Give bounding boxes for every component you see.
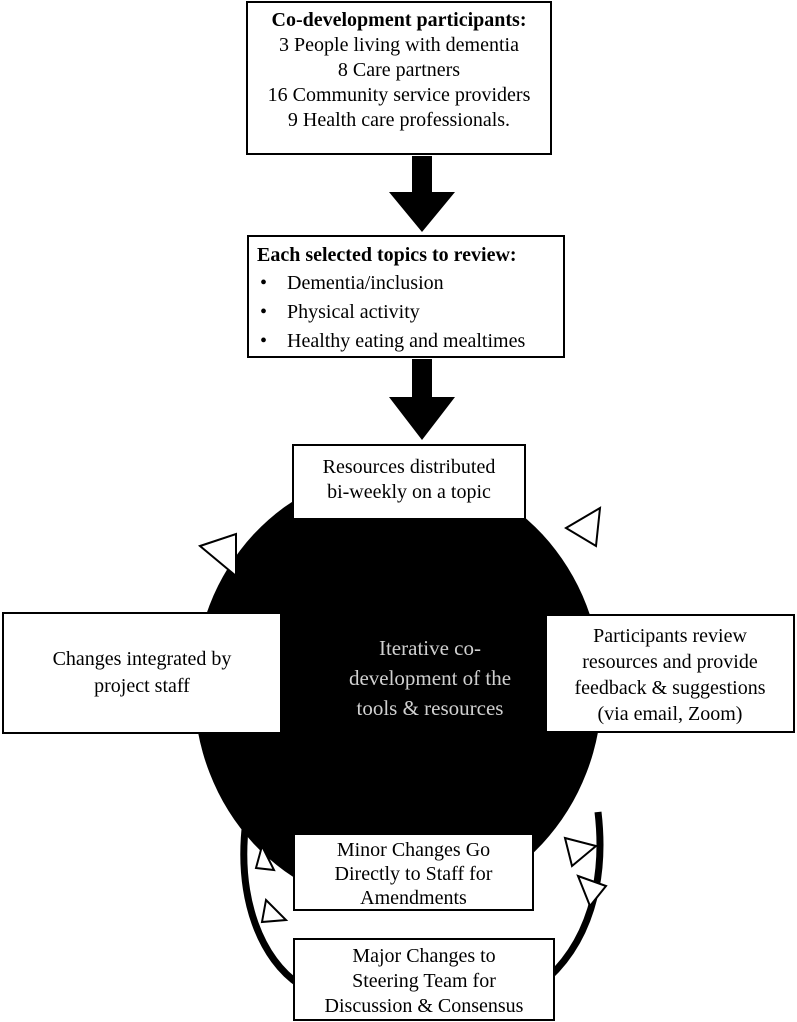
bullet-icon: • (260, 330, 268, 352)
topic-item: • Healthy eating and mealtimes (257, 327, 557, 356)
participants-box: Co-development participants: 3 People li… (246, 1, 552, 155)
arrowhead-left-upper (197, 532, 237, 579)
major-line: Steering Team for (352, 970, 496, 992)
major-line: Discussion & Consensus (324, 995, 524, 1017)
topic-label: Dementia/inclusion (287, 272, 444, 294)
topic-item: • Physical activity (257, 298, 557, 327)
circle-line: development of the (348, 666, 512, 690)
bullet-icon: • (260, 272, 268, 294)
participants-line: 16 Community service providers (267, 84, 531, 106)
participants-line: 9 Health care professionals. (287, 109, 511, 131)
topics-box: Each selected topics to review: • Dementi… (247, 235, 565, 358)
topics-title: Each selected topics to review: (257, 244, 517, 266)
participants-line: 8 Care partners (337, 59, 461, 81)
arrowhead-right-lower (563, 836, 599, 868)
outer-loop-left (240, 819, 302, 988)
resources-line: bi-weekly on a topic (327, 481, 491, 503)
participants-title: Co-development participants: (271, 9, 527, 31)
review-line: (via email, Zoom) (597, 703, 743, 725)
review-line: resources and provide (582, 651, 758, 673)
arrowhead-left-bottom (260, 897, 289, 924)
outer-loop-right (537, 811, 604, 988)
arrowhead-top-right (564, 506, 602, 548)
changes-box: Changes integrated by project staff (2, 612, 282, 734)
minor-changes-box: Minor Changes Go Directly to Staff for A… (293, 833, 534, 911)
minor-line: Amendments (360, 887, 467, 909)
major-line: Major Changes to (352, 945, 496, 967)
resources-box: Resources distributed bi-weekly on a top… (292, 444, 526, 520)
bullet-icon: • (260, 301, 268, 323)
review-line: feedback & suggestions (574, 677, 766, 699)
minor-line: Directly to Staff for (334, 863, 493, 885)
arrowhead-left-lower (254, 843, 276, 872)
changes-line: Changes integrated by (52, 648, 232, 670)
cycle-circle (194, 470, 602, 908)
circle-line: tools & resources (356, 696, 504, 720)
topic-label: Physical activity (287, 301, 420, 323)
circle-line: Iterative co- (378, 636, 482, 660)
minor-line: Minor Changes Go (336, 839, 491, 861)
topic-label: Healthy eating and mealtimes (287, 330, 526, 352)
down-arrow-1 (389, 156, 455, 232)
topics-list: • Dementia/inclusion • Physical activity •… (257, 269, 557, 356)
changes-line: project staff (94, 675, 190, 697)
topic-item: • Dementia/inclusion (257, 269, 557, 298)
participants-line: 3 People living with dementia (279, 34, 519, 56)
down-arrow-2 (389, 359, 455, 440)
major-changes-box: Major Changes to Steering Team for Discu… (293, 938, 555, 1021)
review-line: Participants review (593, 625, 747, 647)
circle-center-text: Iterative co- development of the tools &… (300, 633, 560, 723)
review-box: Participants review resources and provid… (545, 614, 795, 733)
resources-line: Resources distributed (322, 456, 496, 478)
arrowhead-right-lower-2 (576, 874, 608, 908)
